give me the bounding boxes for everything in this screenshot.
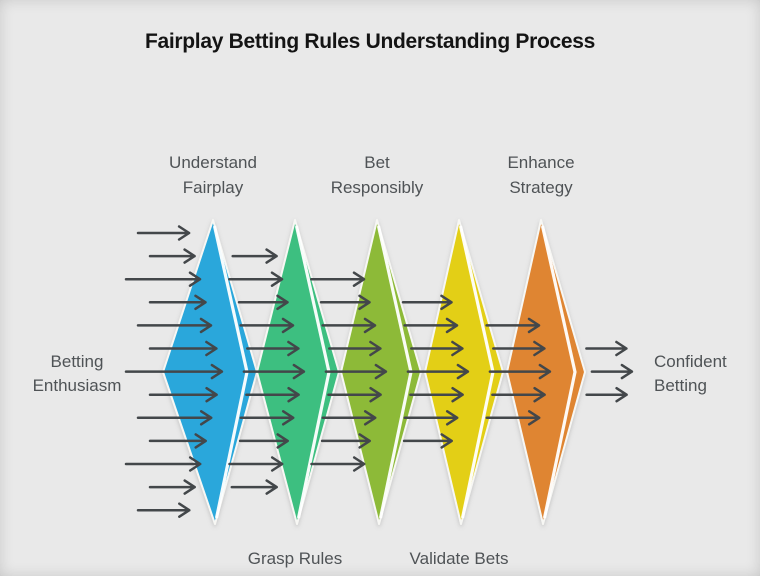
flow-arrow xyxy=(401,294,453,311)
flow-arrow xyxy=(402,433,453,449)
flow-arrow xyxy=(148,340,218,357)
flow-arrow xyxy=(321,410,377,426)
flow-arrow xyxy=(228,456,284,472)
flow-arrow xyxy=(321,317,377,334)
flow-arrow xyxy=(136,502,191,518)
flow-arrow xyxy=(310,271,366,287)
flow-arrow xyxy=(148,248,196,264)
flow-arrow xyxy=(327,386,382,403)
stage-label-validate-bets: Validate Bets xyxy=(409,549,509,568)
flow-arrow xyxy=(242,363,306,380)
flow-arrow xyxy=(403,410,459,426)
flow-arrow xyxy=(231,248,278,264)
flow-arrow xyxy=(406,363,470,380)
flow-arrow xyxy=(239,410,295,426)
flow-arrow xyxy=(148,386,218,403)
flow-arrow xyxy=(485,410,541,426)
flow-arrow xyxy=(410,340,464,357)
stage-edge-stripe xyxy=(540,225,577,519)
flow-arrow xyxy=(492,340,546,357)
flow-arrow xyxy=(590,363,634,380)
flow-arrow xyxy=(320,433,371,449)
flow-arrow xyxy=(324,363,388,380)
flow-arrow xyxy=(403,317,459,334)
flow-arrow xyxy=(585,386,628,403)
page-title: Fairplay Betting Rules Understanding Pro… xyxy=(144,30,596,53)
flow-arrow xyxy=(237,294,289,311)
flow-arrow xyxy=(239,317,295,334)
flow-arrow xyxy=(136,410,213,426)
flow-arrow xyxy=(238,433,289,449)
stage-label-grasp-rules: Grasp Rules xyxy=(247,549,343,568)
flow-arrow xyxy=(148,479,196,495)
flow-arrow xyxy=(246,340,300,357)
flow-arrows xyxy=(124,225,634,518)
flow-arrow xyxy=(136,225,191,241)
flow-arrow xyxy=(136,317,213,334)
flow-arrow xyxy=(230,479,278,495)
flow-arrow xyxy=(148,294,207,311)
flow-arrow xyxy=(228,271,284,287)
flow-arrow xyxy=(488,363,552,380)
flow-arrow xyxy=(328,340,382,357)
flow-arrow xyxy=(491,386,546,403)
flow-arrow xyxy=(124,271,202,287)
flow-arrow xyxy=(485,317,541,334)
flow-arrow xyxy=(319,294,371,311)
flow-arrow xyxy=(124,363,224,380)
flow-arrow xyxy=(409,386,464,403)
flow-arrow xyxy=(124,456,202,472)
flow-arrow xyxy=(245,386,300,403)
flow-arrow xyxy=(148,433,207,449)
flow-arrow xyxy=(310,456,366,472)
flow-arrow xyxy=(585,340,628,357)
